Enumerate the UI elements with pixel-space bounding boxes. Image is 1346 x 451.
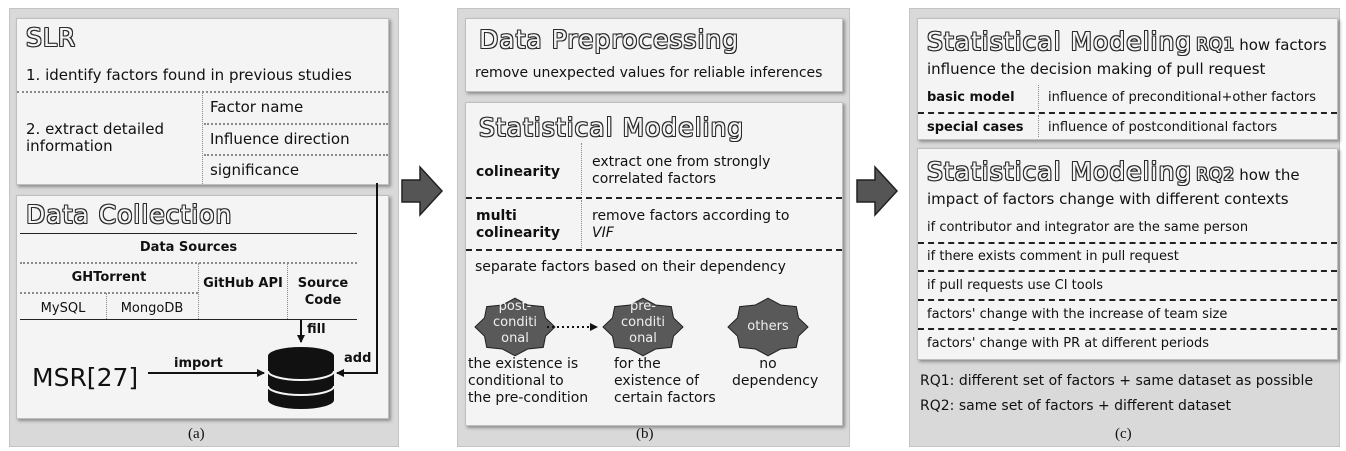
- data-collection-title: Data Collection: [26, 200, 233, 229]
- detail-significance: significance: [210, 161, 300, 179]
- detail-factor-name: Factor name: [210, 98, 304, 116]
- preprocessing-desc: remove unexpected values for reliable in…: [475, 65, 823, 81]
- add-label: add: [344, 351, 372, 366]
- slr-card: SLR 1. identify factors found in previou…: [16, 18, 389, 185]
- divider: [20, 319, 357, 320]
- arrow-right-icon: [856, 165, 899, 217]
- divider: [1038, 85, 1039, 110]
- rq2-desc-line2: impact of factors change with different …: [927, 190, 1289, 208]
- rq2-tag: RQ2: [1196, 165, 1236, 185]
- separate-desc: separate factors based on their dependen…: [475, 259, 786, 275]
- post-conditional-shape: [474, 297, 556, 357]
- rq2-item: factors' change with PR at different per…: [927, 336, 1209, 351]
- basic-model-label: basic model: [927, 90, 1015, 105]
- divider: [918, 242, 1337, 244]
- colinearity-desc: extract one from strongly correlated fac…: [592, 154, 771, 187]
- rq1-desc-line1: how factors: [1239, 36, 1327, 54]
- others-desc: no dependency: [732, 356, 819, 389]
- statistical-modeling-card: Statistical Modeling colinearity extract…: [465, 102, 843, 426]
- rq2-item: if there exists comment in pull request: [927, 249, 1179, 264]
- divider: [20, 262, 357, 264]
- multi-colinearity-desc: remove factors according to: [592, 208, 790, 224]
- divider: [918, 270, 1337, 272]
- import-label: import: [174, 356, 223, 371]
- divider: [202, 93, 203, 184]
- data-preprocessing-card: Data Preprocessing remove unexpected val…: [465, 18, 843, 92]
- rq1-tag: RQ1: [1196, 35, 1236, 55]
- caption-c: (c): [1115, 426, 1132, 442]
- statistical-modeling-title: Statistical Modeling: [479, 113, 745, 142]
- divider: [198, 263, 199, 319]
- divider: [581, 143, 582, 195]
- github-api-label: GitHub API: [203, 276, 283, 291]
- others-shape: [727, 297, 809, 357]
- mongodb-label: MongoDB: [120, 301, 184, 316]
- fill-label: fill: [307, 322, 326, 337]
- data-sources-header: Data Sources: [139, 240, 238, 255]
- msr-label: MSR[27]: [32, 363, 139, 392]
- post-conditional-desc: the existence is conditional to the pre-…: [468, 356, 589, 406]
- slr-step-1: 1. identify factors found in previous st…: [26, 66, 352, 84]
- rq1-note: RQ1: different set of factors + same dat…: [920, 373, 1314, 389]
- divider: [466, 249, 842, 251]
- rq2-title-text: Statistical Modeling: [927, 157, 1193, 186]
- mysql-label: MySQL: [40, 301, 86, 316]
- caption-b: (b): [636, 426, 654, 442]
- dependency-shapes: [474, 297, 809, 357]
- divider: [106, 293, 107, 319]
- rq2-item: if pull requests use CI tools: [927, 278, 1104, 293]
- rq2-item: if contributor and integrator are the sa…: [927, 220, 1249, 235]
- divider: [466, 197, 842, 199]
- post-conditional-label: post-conditi onal: [493, 299, 537, 346]
- divider: [581, 200, 582, 248]
- multi-colinearity-label: multi colinearity: [476, 208, 560, 241]
- rq1-title-text: Statistical Modeling: [927, 27, 1193, 56]
- divider: [918, 299, 1337, 301]
- divider: [17, 91, 388, 93]
- rq2-item: factors' change with the increase of tea…: [927, 307, 1228, 322]
- add-connector: [336, 183, 378, 377]
- ghtorrent-label: GHTorrent: [71, 270, 147, 285]
- others-label: others: [747, 319, 789, 334]
- special-cases-label: special cases: [927, 120, 1024, 135]
- divider: [204, 154, 388, 156]
- pre-conditional-label: pre-conditi onal: [621, 299, 665, 346]
- divider: [204, 123, 388, 125]
- data-preprocessing-title: Data Preprocessing: [479, 25, 740, 54]
- pre-conditional-shape: [602, 297, 684, 357]
- arrow-right-icon: [401, 165, 444, 217]
- divider: [1038, 115, 1039, 137]
- colinearity-label: colinearity: [476, 164, 560, 180]
- source-code-label: Source Code: [297, 276, 349, 308]
- divider: [20, 233, 357, 234]
- vif-text: VIF: [592, 225, 614, 241]
- rq1-desc-line2: influence the decision making of pull re…: [927, 60, 1266, 78]
- database-icon: [267, 347, 335, 409]
- divider: [918, 112, 1337, 114]
- pre-conditional-desc: for the existence of certain factors: [614, 356, 716, 406]
- rq2-desc-line1: how the: [1239, 166, 1300, 184]
- slr-step-2: 2. extract detailed information: [26, 120, 164, 155]
- divider: [20, 292, 198, 294]
- divider: [287, 263, 288, 319]
- data-collection-card: Data Collection Data Sources GHTorrent M…: [16, 195, 389, 419]
- divider: [918, 328, 1337, 330]
- detail-influence-direction: Influence direction: [210, 130, 350, 148]
- caption-a: (a): [188, 426, 205, 442]
- rq2-note: RQ2: same set of factors + different dat…: [920, 398, 1231, 414]
- basic-model-desc: influence of preconditional+other factor…: [1048, 90, 1316, 105]
- special-cases-desc: influence of postconditional factors: [1048, 120, 1278, 135]
- slr-title: SLR: [26, 23, 77, 52]
